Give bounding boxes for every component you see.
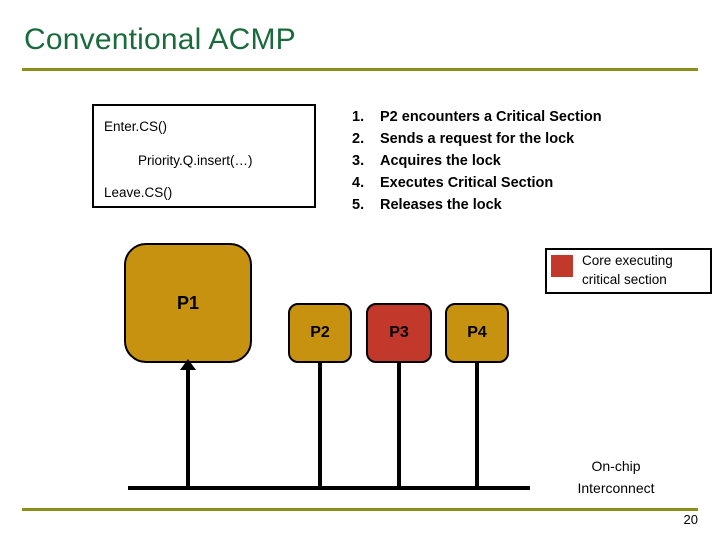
list-item-number: 3. — [352, 153, 365, 169]
bus-connector-p2 — [318, 363, 322, 486]
bus-connector-p3 — [397, 363, 401, 486]
list-item-number: 4. — [352, 175, 365, 191]
list-item: 1. P2 encounters a Critical Section — [352, 106, 682, 128]
footer-divider — [22, 508, 698, 511]
list-item: 3. Acquires the lock — [352, 150, 682, 172]
code-line-priority-queue-insert: Priority.Q.insert(…) — [138, 153, 253, 168]
core-block-p2: P2 — [288, 303, 352, 363]
page-title: Conventional ACMP — [24, 23, 296, 56]
legend-label: Core executing critical section — [582, 251, 710, 289]
page-number: 20 — [683, 512, 698, 527]
interconnect-bus-line — [128, 486, 530, 490]
list-item-label: Executes Critical Section — [380, 175, 554, 191]
arrow-up-icon — [180, 359, 196, 370]
list-item-label: P2 encounters a Critical Section — [380, 109, 602, 125]
legend-color-swatch — [551, 255, 573, 277]
list-item-number: 1. — [352, 109, 365, 125]
bus-connector-p1 — [186, 368, 190, 486]
core-block-p4: P4 — [445, 303, 509, 363]
list-item-number: 2. — [352, 131, 365, 147]
core-block-p3: P3 — [366, 303, 432, 363]
core-block-p1: P1 — [124, 243, 252, 363]
list-item: 4. Executes Critical Section — [352, 172, 682, 194]
interconnect-label-line1: On-chip — [591, 458, 641, 474]
list-item: 2. Sends a request for the lock — [352, 128, 682, 150]
bus-connector-p4 — [475, 363, 479, 486]
code-line-enter-cs: Enter.CS() — [104, 119, 168, 134]
code-line-leave-cs: Leave.CS() — [104, 185, 173, 200]
list-item-number: 5. — [352, 197, 365, 213]
interconnect-label: On-chip Interconnect — [556, 455, 676, 499]
legend-label-line1: Core executing — [582, 253, 673, 268]
interconnect-label-line2: Interconnect — [577, 480, 655, 496]
legend-label-line2: critical section — [582, 272, 667, 287]
code-snippet-box: Enter.CS() Priority.Q.insert(…) Leave.CS… — [92, 104, 316, 208]
list-item-label: Sends a request for the lock — [380, 131, 575, 147]
title-divider — [22, 68, 698, 71]
numbered-steps-list: 1. P2 encounters a Critical Section 2. S… — [352, 106, 682, 216]
list-item-label: Releases the lock — [380, 197, 502, 213]
list-item: 5. Releases the lock — [352, 194, 682, 216]
list-item-label: Acquires the lock — [380, 153, 501, 169]
